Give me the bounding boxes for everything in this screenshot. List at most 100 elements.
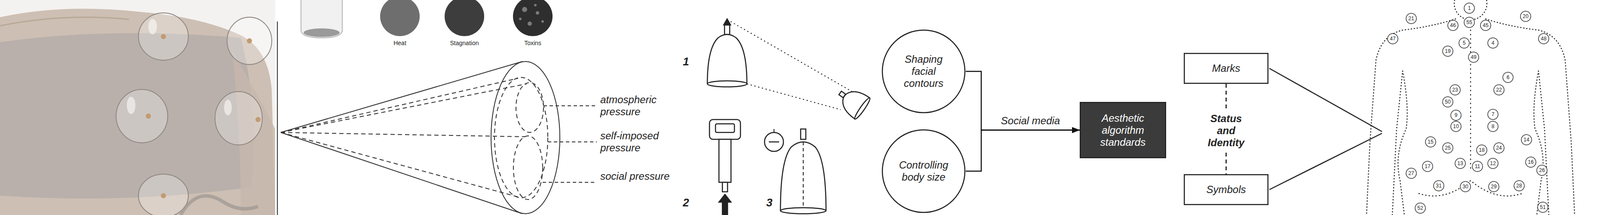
callout-number: 4 — [1486, 39, 1499, 47]
callout-circle — [1488, 181, 1499, 192]
callout-circle — [1458, 37, 1470, 49]
callout-circles — [1387, 3, 1549, 214]
callout-number: 27 — [1405, 169, 1418, 177]
divider-line — [276, 21, 278, 215]
callout-circle — [1460, 181, 1471, 192]
step-number: 1 — [682, 55, 696, 69]
callout-number: 8 — [1486, 122, 1499, 130]
callout-circle — [1442, 142, 1453, 154]
callout-circle — [1455, 158, 1466, 169]
callout-circle — [1480, 20, 1491, 31]
node-text: Marks — [1212, 62, 1241, 75]
callout-circle — [1520, 11, 1531, 22]
callout-circle — [1472, 161, 1483, 172]
callout-number: 9 — [1449, 111, 1462, 119]
step-number: 3 — [766, 196, 780, 210]
concept-box: Symbols — [1183, 174, 1269, 206]
callout-number: 47 — [1386, 35, 1399, 43]
callout-number: 23 — [1449, 86, 1462, 94]
callout-circle — [1538, 33, 1549, 44]
callout-number: 26 — [1535, 166, 1548, 174]
concept-box: Marks — [1183, 52, 1269, 84]
callout-number: 11 — [1471, 162, 1484, 170]
callout-number: 19 — [1441, 47, 1454, 55]
edge-label: Status and Identity — [1202, 110, 1251, 151]
node-text: Controlling body size — [891, 159, 956, 184]
callout-circle — [1442, 96, 1453, 108]
shape-outline — [881, 128, 966, 214]
callout-number: 49 — [1467, 53, 1480, 61]
callout-circle — [1449, 84, 1461, 96]
shape-outline — [1183, 174, 1269, 206]
node-text: Shaping facial contours — [891, 53, 956, 90]
callout-number: 31 — [1432, 182, 1445, 190]
callout-circle — [1536, 165, 1548, 176]
callout-circle — [1415, 202, 1426, 214]
callout-circle — [1487, 158, 1499, 169]
callout-number: 50 — [1441, 98, 1454, 106]
callout-circle — [1464, 17, 1475, 28]
leader-line — [1269, 68, 1382, 132]
pressure-cone — [280, 61, 597, 214]
callout-number: 29 — [1487, 183, 1500, 191]
pressure-label: atmospheric pressure — [600, 93, 674, 118]
callout-number: 1 — [1463, 4, 1476, 12]
callout-circle — [1487, 121, 1499, 132]
circle-outline — [882, 129, 965, 213]
callout-number: 24 — [1492, 144, 1505, 152]
callout-number: 55 — [1463, 18, 1476, 26]
callout-circle — [1487, 109, 1499, 120]
circle-outline — [882, 30, 965, 113]
edge-label: Social media — [994, 114, 1068, 127]
callout-number: 46 — [1446, 21, 1459, 29]
callout-number: 15 — [1424, 138, 1437, 146]
concept-circle: Controlling body size — [881, 128, 966, 214]
symbol-label: Heat — [371, 39, 428, 47]
callout-number: 51 — [1536, 203, 1549, 211]
callout-circle — [1537, 202, 1548, 213]
callout-number: 6 — [1501, 73, 1515, 81]
callout-circle — [1425, 136, 1436, 148]
shape-outline — [881, 29, 966, 114]
box-outline — [1184, 174, 1269, 205]
node-text: Symbols — [1206, 183, 1246, 196]
callout-number: 7 — [1486, 110, 1499, 118]
connector — [965, 130, 1080, 172]
callout-circle — [1422, 161, 1433, 172]
callout-circle — [1406, 13, 1417, 24]
callout-number: 5 — [1458, 39, 1471, 47]
callout-number: 16 — [1524, 158, 1537, 166]
callout-number: 48 — [1537, 35, 1550, 43]
symbol-circles — [380, 0, 553, 37]
callout-circle — [1450, 121, 1462, 132]
callout-number: 21 — [1405, 15, 1418, 22]
callout-number: 17 — [1421, 162, 1434, 170]
pressure-label: self-imposed pressure — [600, 129, 674, 154]
shape-outline — [1183, 52, 1269, 84]
connector — [1225, 83, 1227, 175]
callout-number: 14 — [1520, 136, 1533, 144]
callout-number: 12 — [1486, 159, 1499, 167]
symbol-label: Toxins — [504, 39, 561, 47]
concept-box: Aesthetic algorithm standards — [1079, 101, 1167, 159]
callout-circle — [1502, 72, 1514, 83]
callout-number: 22 — [1492, 86, 1505, 94]
concept-circle: Shaping facial contours — [881, 29, 966, 114]
callout-circle — [1447, 20, 1459, 31]
callout-number: 45 — [1479, 21, 1492, 29]
glass-cup — [300, 0, 343, 38]
callout-circle — [1476, 144, 1487, 156]
callout-circle — [1387, 33, 1398, 44]
connector — [965, 71, 1080, 131]
callout-circle — [1525, 156, 1536, 168]
callout-circle — [1521, 134, 1532, 145]
pressure-label: social pressure — [600, 170, 674, 183]
callout-circle — [1442, 46, 1453, 57]
callout-number: 10 — [1449, 122, 1462, 130]
callout-circle — [1468, 52, 1479, 63]
callout-circle — [1450, 110, 1462, 121]
back-figure — [1366, 0, 1575, 215]
